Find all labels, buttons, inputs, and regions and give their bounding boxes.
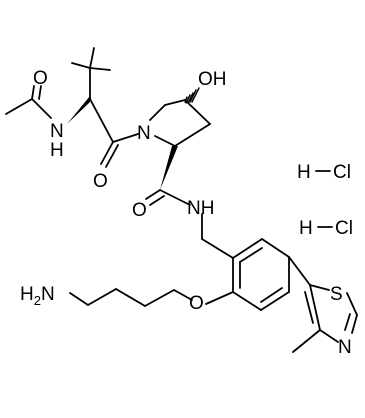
stereo-bonds (67, 87, 200, 190)
salt-labels: H Cl H Cl (297, 162, 353, 239)
ketone-oxygen-label: O (93, 171, 108, 192)
thiazole-n-label: N (338, 337, 352, 358)
bond-lines (5, 47, 358, 353)
pyrrolidine-n-label: N (137, 123, 151, 144)
amide-h-label: H (50, 140, 64, 161)
hydroxyl-label: OH (198, 69, 227, 90)
salt-1-cl-label: Cl (333, 162, 351, 183)
ether-oxygen-label: O (189, 293, 204, 314)
amide-n-label: N (50, 121, 64, 142)
amine-h-label: H (20, 284, 34, 305)
atom-labels: O N H OH N O O NH O H2N S N (20, 68, 352, 358)
amine-subscript: 2 (34, 293, 41, 308)
thiazole-s-label: S (330, 284, 343, 305)
salt-2-cl-label: Cl (335, 218, 353, 239)
amine-label: H2N (20, 284, 55, 308)
salt-2-h-label: H (299, 218, 313, 239)
carboxamide-oxygen-label: O (132, 200, 147, 221)
acetyl-oxygen-label: O (33, 68, 48, 89)
hashed-wedge-hydroxyl (184, 87, 200, 104)
amine-n-label: N (41, 284, 55, 305)
salt-1-h-label: H (297, 162, 311, 183)
carboxamide-nh-label: NH (187, 198, 214, 219)
